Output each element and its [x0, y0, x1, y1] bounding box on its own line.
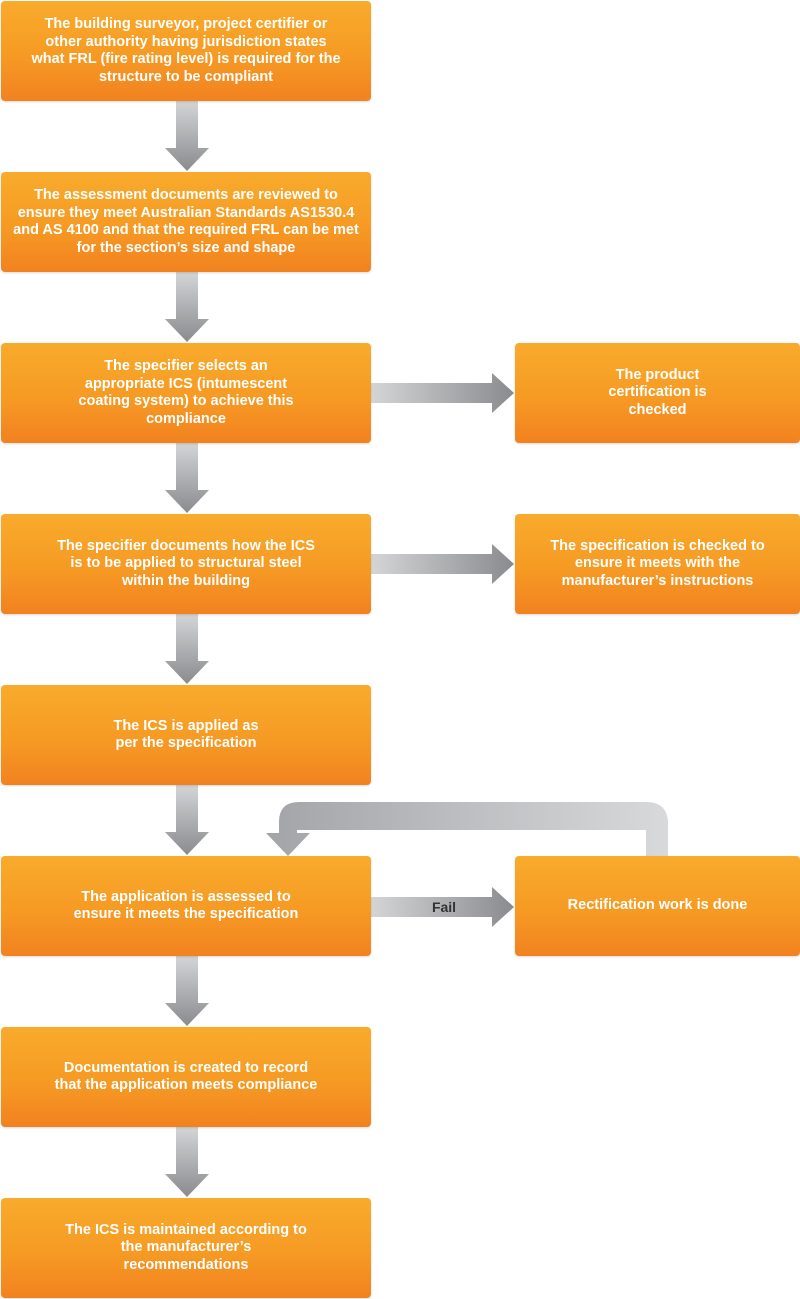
step-document-application-text: The specifier documents how the ICS is t… [57, 537, 315, 589]
down-arrow-6 [165, 956, 209, 1026]
step-ics-maintained-text: The ICS is maintained according to the m… [65, 1221, 307, 1273]
step-application-assessed-text: The application is assessed to ensure it… [73, 888, 299, 923]
down-arrow-4 [165, 614, 209, 684]
step-documentation-created: Documentation is created to record that … [1, 1027, 371, 1127]
loop-back-arrow [266, 802, 668, 856]
down-arrow-1 [165, 101, 209, 171]
fail-label: Fail [431, 899, 457, 915]
step-select-ics: The specifier selects an appropriate ICS… [1, 343, 371, 443]
step-documentation-created-text: Documentation is created to record that … [54, 1059, 318, 1094]
side-step-rectification: Rectification work is done [515, 856, 800, 956]
side-step-specification-check: The specification is checked to ensure i… [515, 514, 800, 614]
right-arrow-spec-check [371, 544, 514, 584]
side-step-specification-check-text: The specification is checked to ensure i… [550, 537, 765, 589]
right-arrow-fail [371, 887, 514, 927]
step-assessment-review: The assessment documents are reviewed to… [1, 172, 371, 272]
step-document-application: The specifier documents how the ICS is t… [1, 514, 371, 614]
step-frl-requirement-text: The building surveyor, project certifier… [31, 16, 341, 85]
down-arrow-3 [165, 443, 209, 513]
side-step-product-certification-text: The product certification is checked [608, 366, 707, 418]
down-arrow-2 [165, 272, 209, 342]
step-select-ics-text: The specifier selects an appropriate ICS… [78, 358, 294, 427]
step-assessment-review-text: The assessment documents are reviewed to… [13, 187, 359, 256]
step-ics-maintained: The ICS is maintained according to the m… [1, 1198, 371, 1298]
right-arrow-product-check [371, 373, 514, 413]
side-step-product-certification: The product certification is checked [515, 343, 800, 443]
step-ics-applied: The ICS is applied as per the specificat… [1, 685, 371, 785]
step-application-assessed: The application is assessed to ensure it… [1, 856, 371, 956]
step-frl-requirement: The building surveyor, project certifier… [1, 1, 371, 101]
step-ics-applied-text: The ICS is applied as per the specificat… [113, 717, 259, 752]
side-step-rectification-text: Rectification work is done [567, 897, 748, 914]
down-arrow-7 [165, 1127, 209, 1197]
down-arrow-5 [165, 785, 209, 855]
